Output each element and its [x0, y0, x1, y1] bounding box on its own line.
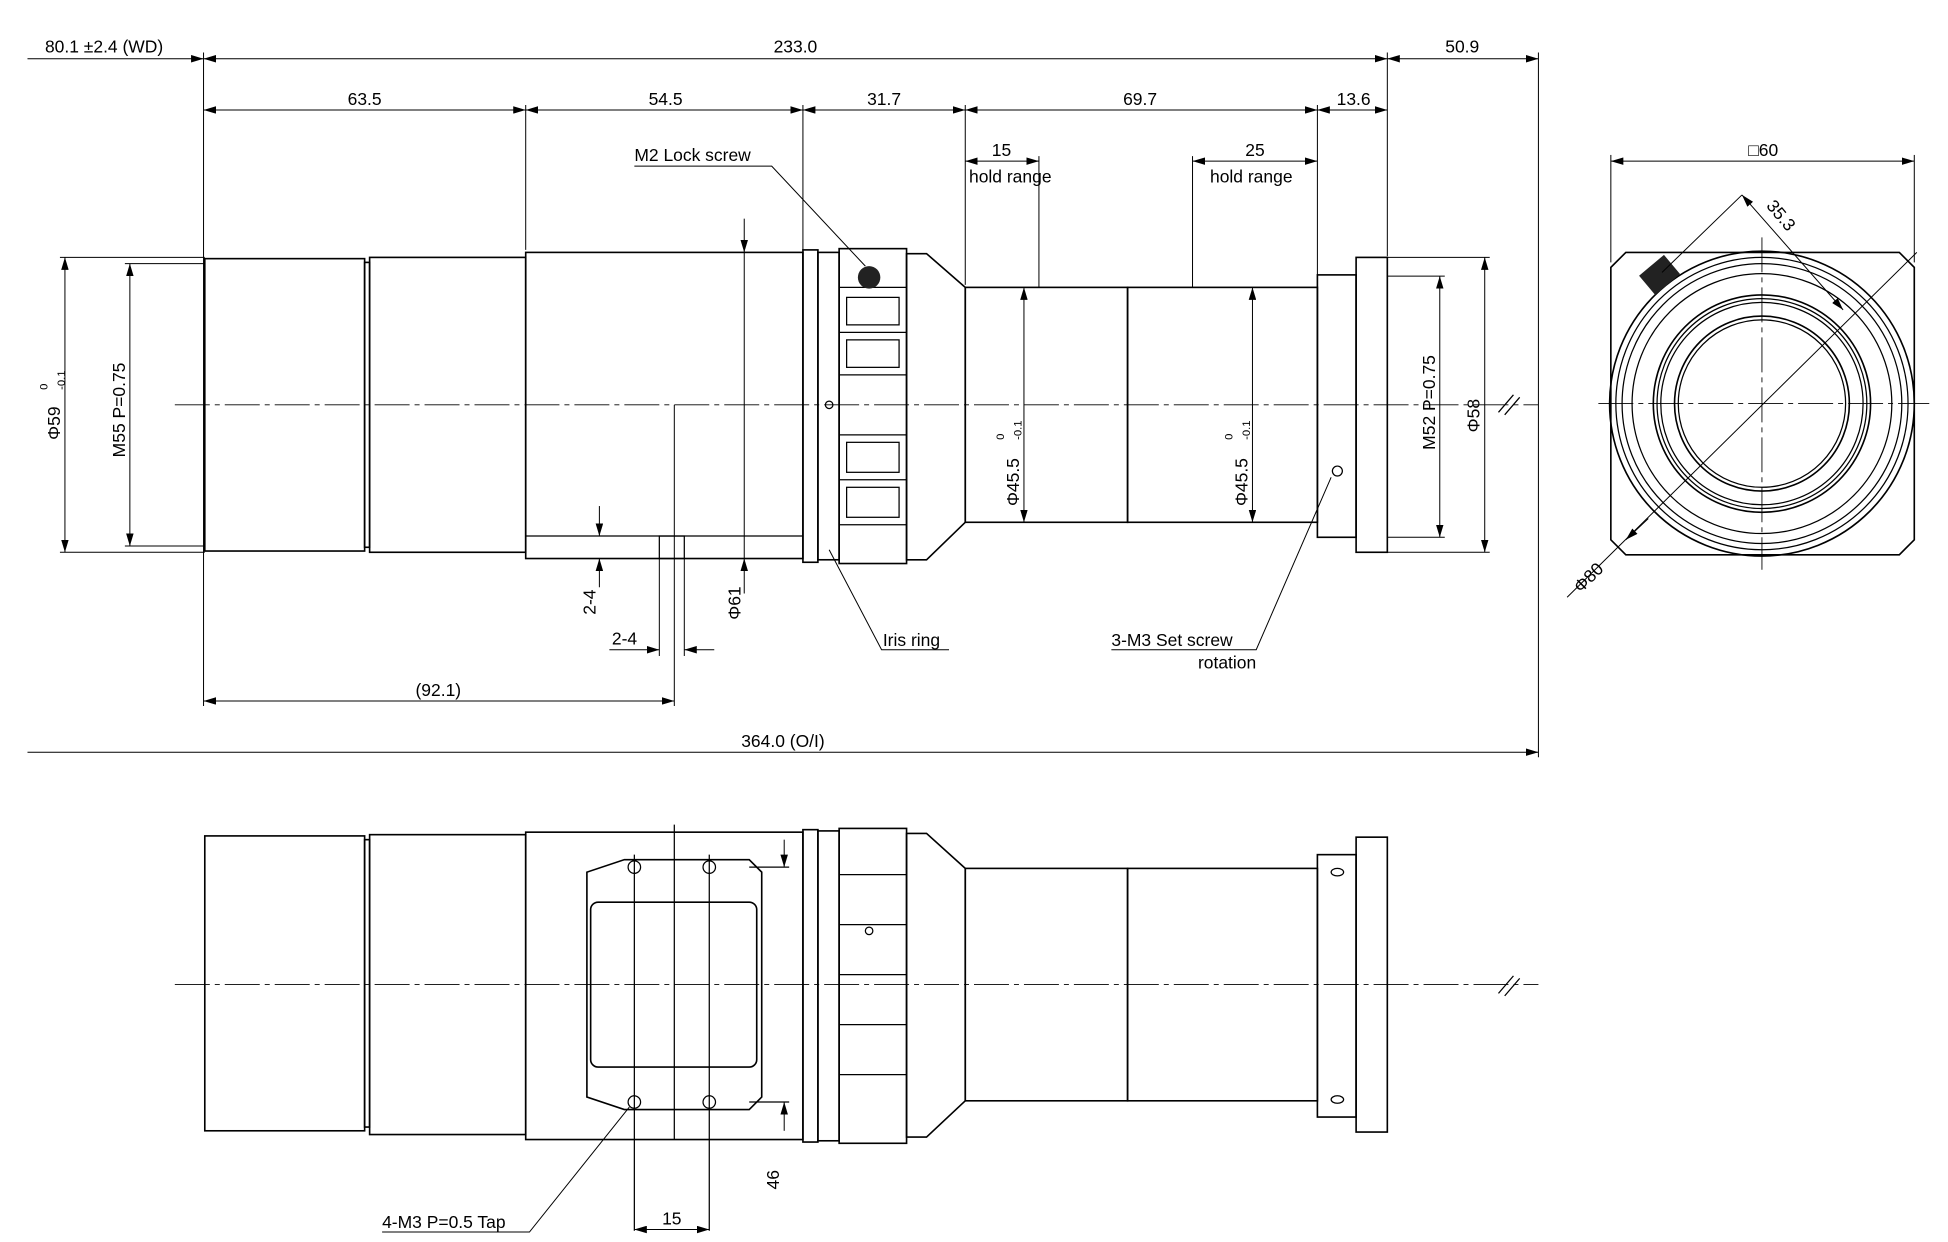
lock-screw-label: M2 Lock screw [634, 145, 751, 165]
wd-dimension: 80.1 ±2.4 (WD) [45, 36, 163, 56]
dia59-tol-upper: 0 [38, 384, 50, 390]
lens-side-view: Φ59 0 -0.1 M55 P=0.75 Φ45.5 0 -0.1 Φ45.5… [27, 218, 1539, 756]
iris-ring-label: Iris ring [883, 630, 940, 650]
bottom-46-dimension: 46 [763, 1170, 783, 1189]
dia45-tol-upper: 0 [995, 434, 1007, 440]
dia45-tol-lower: -0.1 [1012, 420, 1024, 439]
seg2-dimension: 54.5 [649, 89, 683, 109]
hold-range-1-label: hold range [969, 166, 1052, 186]
set-screw-label: 3-M3 Set screw [1111, 630, 1233, 650]
d353-dimension: 35.3 [1763, 196, 1800, 235]
dia45-rear-dimension: Φ45.5 [1231, 458, 1251, 506]
dist-921-dimension: (92.1) [415, 680, 461, 700]
m52-dimension: M52 P=0.75 [1419, 355, 1439, 450]
slot-vertical-dimension: 2-4 [580, 589, 600, 615]
m55-dimension: M55 P=0.75 [109, 363, 129, 458]
seg4-dimension: 69.7 [1123, 89, 1157, 109]
tap-label: 4-M3 P=0.5 Tap [382, 1212, 505, 1232]
lock-screw-icon [857, 266, 881, 289]
dia61-dimension: Φ61 [724, 586, 744, 619]
oi-dimension: 364.0 (O/I) [741, 731, 824, 751]
slot-horizontal-dimension: 2-4 [612, 629, 638, 649]
lens-bottom-view: 46 15 4-M3 P=0.5 Tap [174, 824, 1539, 1234]
lens-front-view: □60 Φ80 35.3 [1566, 140, 1930, 598]
dia59-dimension: Φ59 [44, 406, 64, 439]
dia59-tol-lower: -0.1 [56, 370, 68, 389]
rotation-label: rotation [1198, 652, 1256, 672]
dia80-dimension: Φ80 [1570, 558, 1608, 596]
hold-range-1-value: 15 [992, 140, 1011, 160]
dia45b-tol-upper: 0 [1223, 434, 1235, 440]
dia45-front-dimension: Φ45.5 [1003, 458, 1023, 506]
seg1-dimension: 63.5 [348, 89, 382, 109]
overall-body-dimension: 233.0 [774, 36, 818, 56]
dia58-dimension: Φ58 [1464, 399, 1484, 432]
rear-extension-dimension: 50.9 [1445, 36, 1479, 56]
square60-dimension: □60 [1748, 140, 1778, 160]
hold-range-2-value: 25 [1245, 140, 1264, 160]
seg3-dimension: 31.7 [867, 89, 901, 109]
hold-range-2-label: hold range [1210, 166, 1293, 186]
bottom-15-dimension: 15 [662, 1209, 681, 1229]
dia45b-tol-lower: -0.1 [1241, 420, 1253, 439]
iris-ring [838, 247, 908, 565]
seg5-dimension: 13.6 [1337, 89, 1371, 109]
set-screw-icon [1331, 465, 1343, 477]
top-dimensions: 80.1 ±2.4 (WD) 233.0 50.9 63.5 54.5 31.7… [27, 36, 1539, 758]
